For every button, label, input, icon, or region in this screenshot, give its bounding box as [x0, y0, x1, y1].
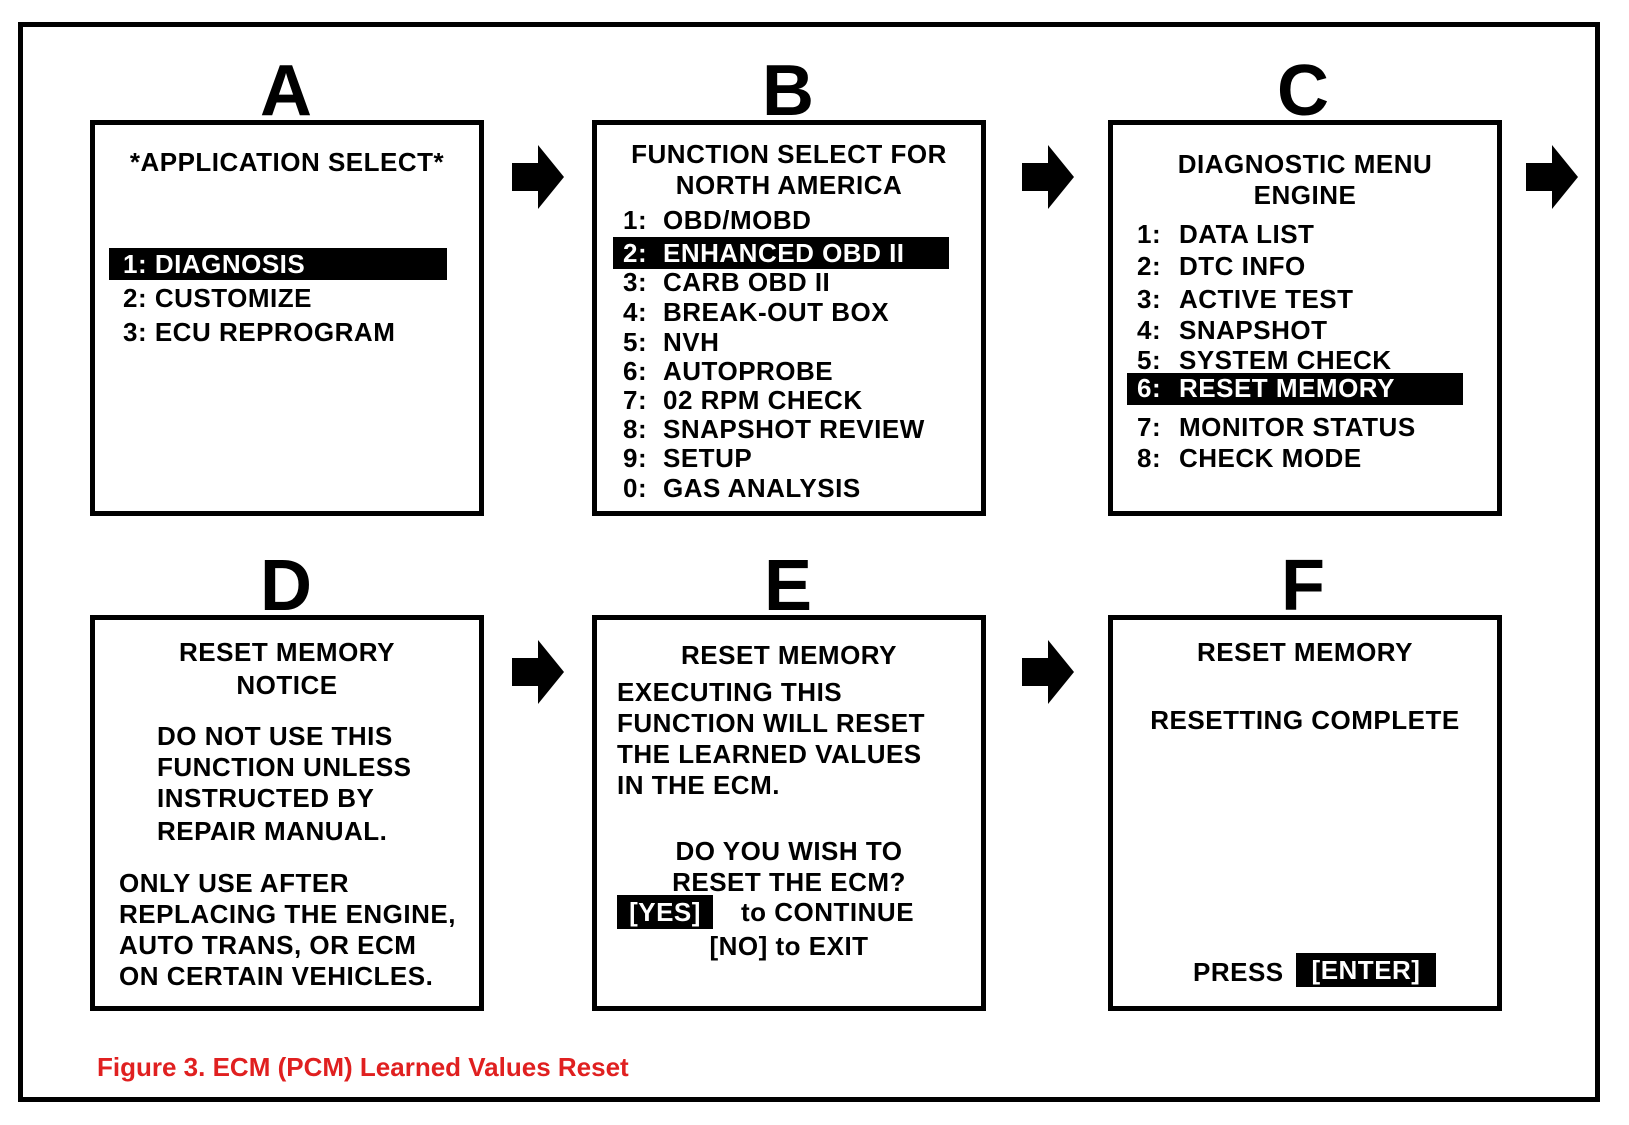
panel-b-item-8-label: SNAPSHOT REVIEW [663, 414, 925, 444]
arrow-right-icon [1526, 145, 1578, 209]
panel-b-highlight [613, 237, 949, 269]
panel-b-item-7-label: 02 RPM CHECK [663, 385, 863, 415]
panel-e-para1-line-2: FUNCTION WILL RESET [617, 708, 926, 738]
panel-c-item-6-num: 6: [1137, 373, 1162, 403]
panel-b-item-0-label: GAS ANALYSIS [663, 473, 861, 503]
panel-a-title: *APPLICATION SELECT* [129, 147, 445, 177]
panel-a-item-2: 2: CUSTOMIZE [123, 283, 312, 313]
panel-b-item-8-num: 8: [623, 414, 648, 444]
panel-c-item-3-label: ACTIVE TEST [1179, 284, 1354, 314]
panel-d-para1-line-4: REPAIR MANUAL. [157, 816, 388, 846]
panel-f-screen: RESET MEMORY RESETTING COMPLETE PRESS [E… [1108, 615, 1502, 1011]
panel-c-item-4-num: 4: [1137, 315, 1162, 345]
panel-a-item-1: 1: DIAGNOSIS [123, 249, 306, 279]
panel-c-item-8-label: CHECK MODE [1179, 443, 1362, 473]
panel-f-status: RESETTING COMPLETE [1150, 705, 1460, 735]
panel-e-title: RESET MEMORY [681, 640, 897, 670]
panel-c-item-1-label: DATA LIST [1179, 219, 1315, 249]
arrow-right-icon [1022, 145, 1074, 209]
panel-b-item-3-num: 3: [623, 267, 648, 297]
yes-key: [YES] [617, 895, 713, 929]
panel-c-item-7-label: MONITOR STATUS [1179, 412, 1416, 442]
panel-d-para2-line-2: REPLACING THE ENGINE, [119, 899, 456, 929]
panel-c-item-6-label: RESET MEMORY [1179, 373, 1395, 403]
panel-b-item-1-label: OBD/MOBD [663, 205, 812, 235]
figure-frame [18, 22, 1600, 1102]
panel-c-highlight [1127, 373, 1463, 405]
panel-b-item-4-label: BREAK-OUT BOX [663, 297, 890, 327]
panel-d-para2-line-1: ONLY USE AFTER [119, 868, 349, 898]
arrow-right-icon [512, 145, 564, 209]
panel-e-no-text: [NO] to EXIT [709, 931, 869, 961]
panel-b-item-4-num: 4: [623, 297, 648, 327]
panel-e-screen: RESET MEMORY EXECUTING THIS FUNCTION WIL… [592, 615, 986, 1011]
panel-c-item-2-num: 2: [1137, 251, 1162, 281]
panel-b-item-5-label: NVH [663, 327, 720, 357]
panel-e-para1-line-1: EXECUTING THIS [617, 677, 843, 707]
panel-a-letter: A [260, 51, 312, 131]
enter-key: [ENTER] [1296, 953, 1436, 987]
panel-c-item-3-num: 3: [1137, 284, 1162, 314]
panel-e-para1-line-3: THE LEARNED VALUES [617, 739, 922, 769]
panel-c-item-1-num: 1: [1137, 219, 1162, 249]
panel-b-item-9-num: 9: [623, 443, 648, 473]
panel-e-question-line-1: DO YOU WISH TO [675, 836, 903, 866]
panel-a-item-3: 3: ECU REPROGRAM [123, 317, 396, 347]
panel-c-item-2-label: DTC INFO [1179, 251, 1306, 281]
panel-b-letter: B [762, 51, 814, 131]
arrow-right-icon [1022, 640, 1074, 704]
panel-c-title-line-1: DIAGNOSTIC MENU [1177, 149, 1433, 179]
panel-c-screen: DIAGNOSTIC MENU ENGINE 1: DATA LIST 2: D… [1108, 120, 1502, 516]
panel-c-item-8-num: 8: [1137, 443, 1162, 473]
panel-d-title-line-2: NOTICE [236, 670, 338, 700]
figure-caption: Figure 3. ECM (PCM) Learned Values Reset [97, 1052, 629, 1082]
panel-a-screen: *APPLICATION SELECT* 1: DIAGNOSIS 2: CUS… [90, 120, 484, 516]
panel-c-item-5-label: SYSTEM CHECK [1179, 345, 1392, 375]
panel-e-para1-line-4: IN THE ECM. [617, 770, 780, 800]
panel-b-screen: FUNCTION SELECT FOR NORTH AMERICA 1: OBD… [592, 120, 986, 516]
panel-b-title-line-2: NORTH AMERICA [675, 170, 903, 200]
panel-c-item-4-label: SNAPSHOT [1179, 315, 1328, 345]
panel-d-para1-line-1: DO NOT USE THIS [157, 721, 393, 751]
arrow-right-icon [512, 640, 564, 704]
panel-d-para1-line-2: FUNCTION UNLESS [157, 752, 412, 782]
panel-f-press-label: PRESS [1193, 957, 1284, 987]
panel-c-item-5-num: 5: [1137, 345, 1162, 375]
panel-d-para2-line-4: ON CERTAIN VEHICLES. [119, 961, 434, 991]
panel-b-item-7-num: 7: [623, 385, 648, 415]
panel-e-question-line-2: RESET THE ECM? [672, 867, 906, 897]
panel-b-item-0-num: 0: [623, 473, 648, 503]
panel-c-item-7-num: 7: [1137, 412, 1162, 442]
panel-b-item-5-num: 5: [623, 327, 648, 357]
panel-d-letter: D [260, 546, 312, 626]
panel-d-title-line-1: RESET MEMORY [179, 637, 395, 667]
panel-a-highlight [109, 248, 447, 280]
panel-c-letter: C [1277, 51, 1329, 131]
panel-e-letter: E [763, 546, 813, 626]
panel-b-item-9-label: SETUP [663, 443, 753, 473]
panel-b-item-6-num: 6: [623, 356, 648, 386]
panel-d-para1-line-3: INSTRUCTED BY [157, 783, 375, 813]
panel-b-title-line-1: FUNCTION SELECT FOR [631, 139, 947, 169]
panel-d-screen: RESET MEMORY NOTICE DO NOT USE THIS FUNC… [90, 615, 484, 1011]
panel-b-item-1-num: 1: [623, 205, 648, 235]
panel-e-yes-text: to CONTINUE [741, 897, 915, 927]
panel-b-item-6-label: AUTOPROBE [663, 356, 834, 386]
panel-b-item-3-label: CARB OBD II [663, 267, 831, 297]
panel-c-title-line-2: ENGINE [1253, 180, 1357, 210]
panel-b-item-2-num: 2: [623, 238, 648, 268]
panel-d-para2-line-3: AUTO TRANS, OR ECM [119, 930, 417, 960]
panel-f-title: RESET MEMORY [1197, 637, 1413, 667]
panel-f-letter: F [1281, 546, 1325, 626]
panel-b-item-2-label: ENHANCED OBD II [663, 238, 905, 268]
